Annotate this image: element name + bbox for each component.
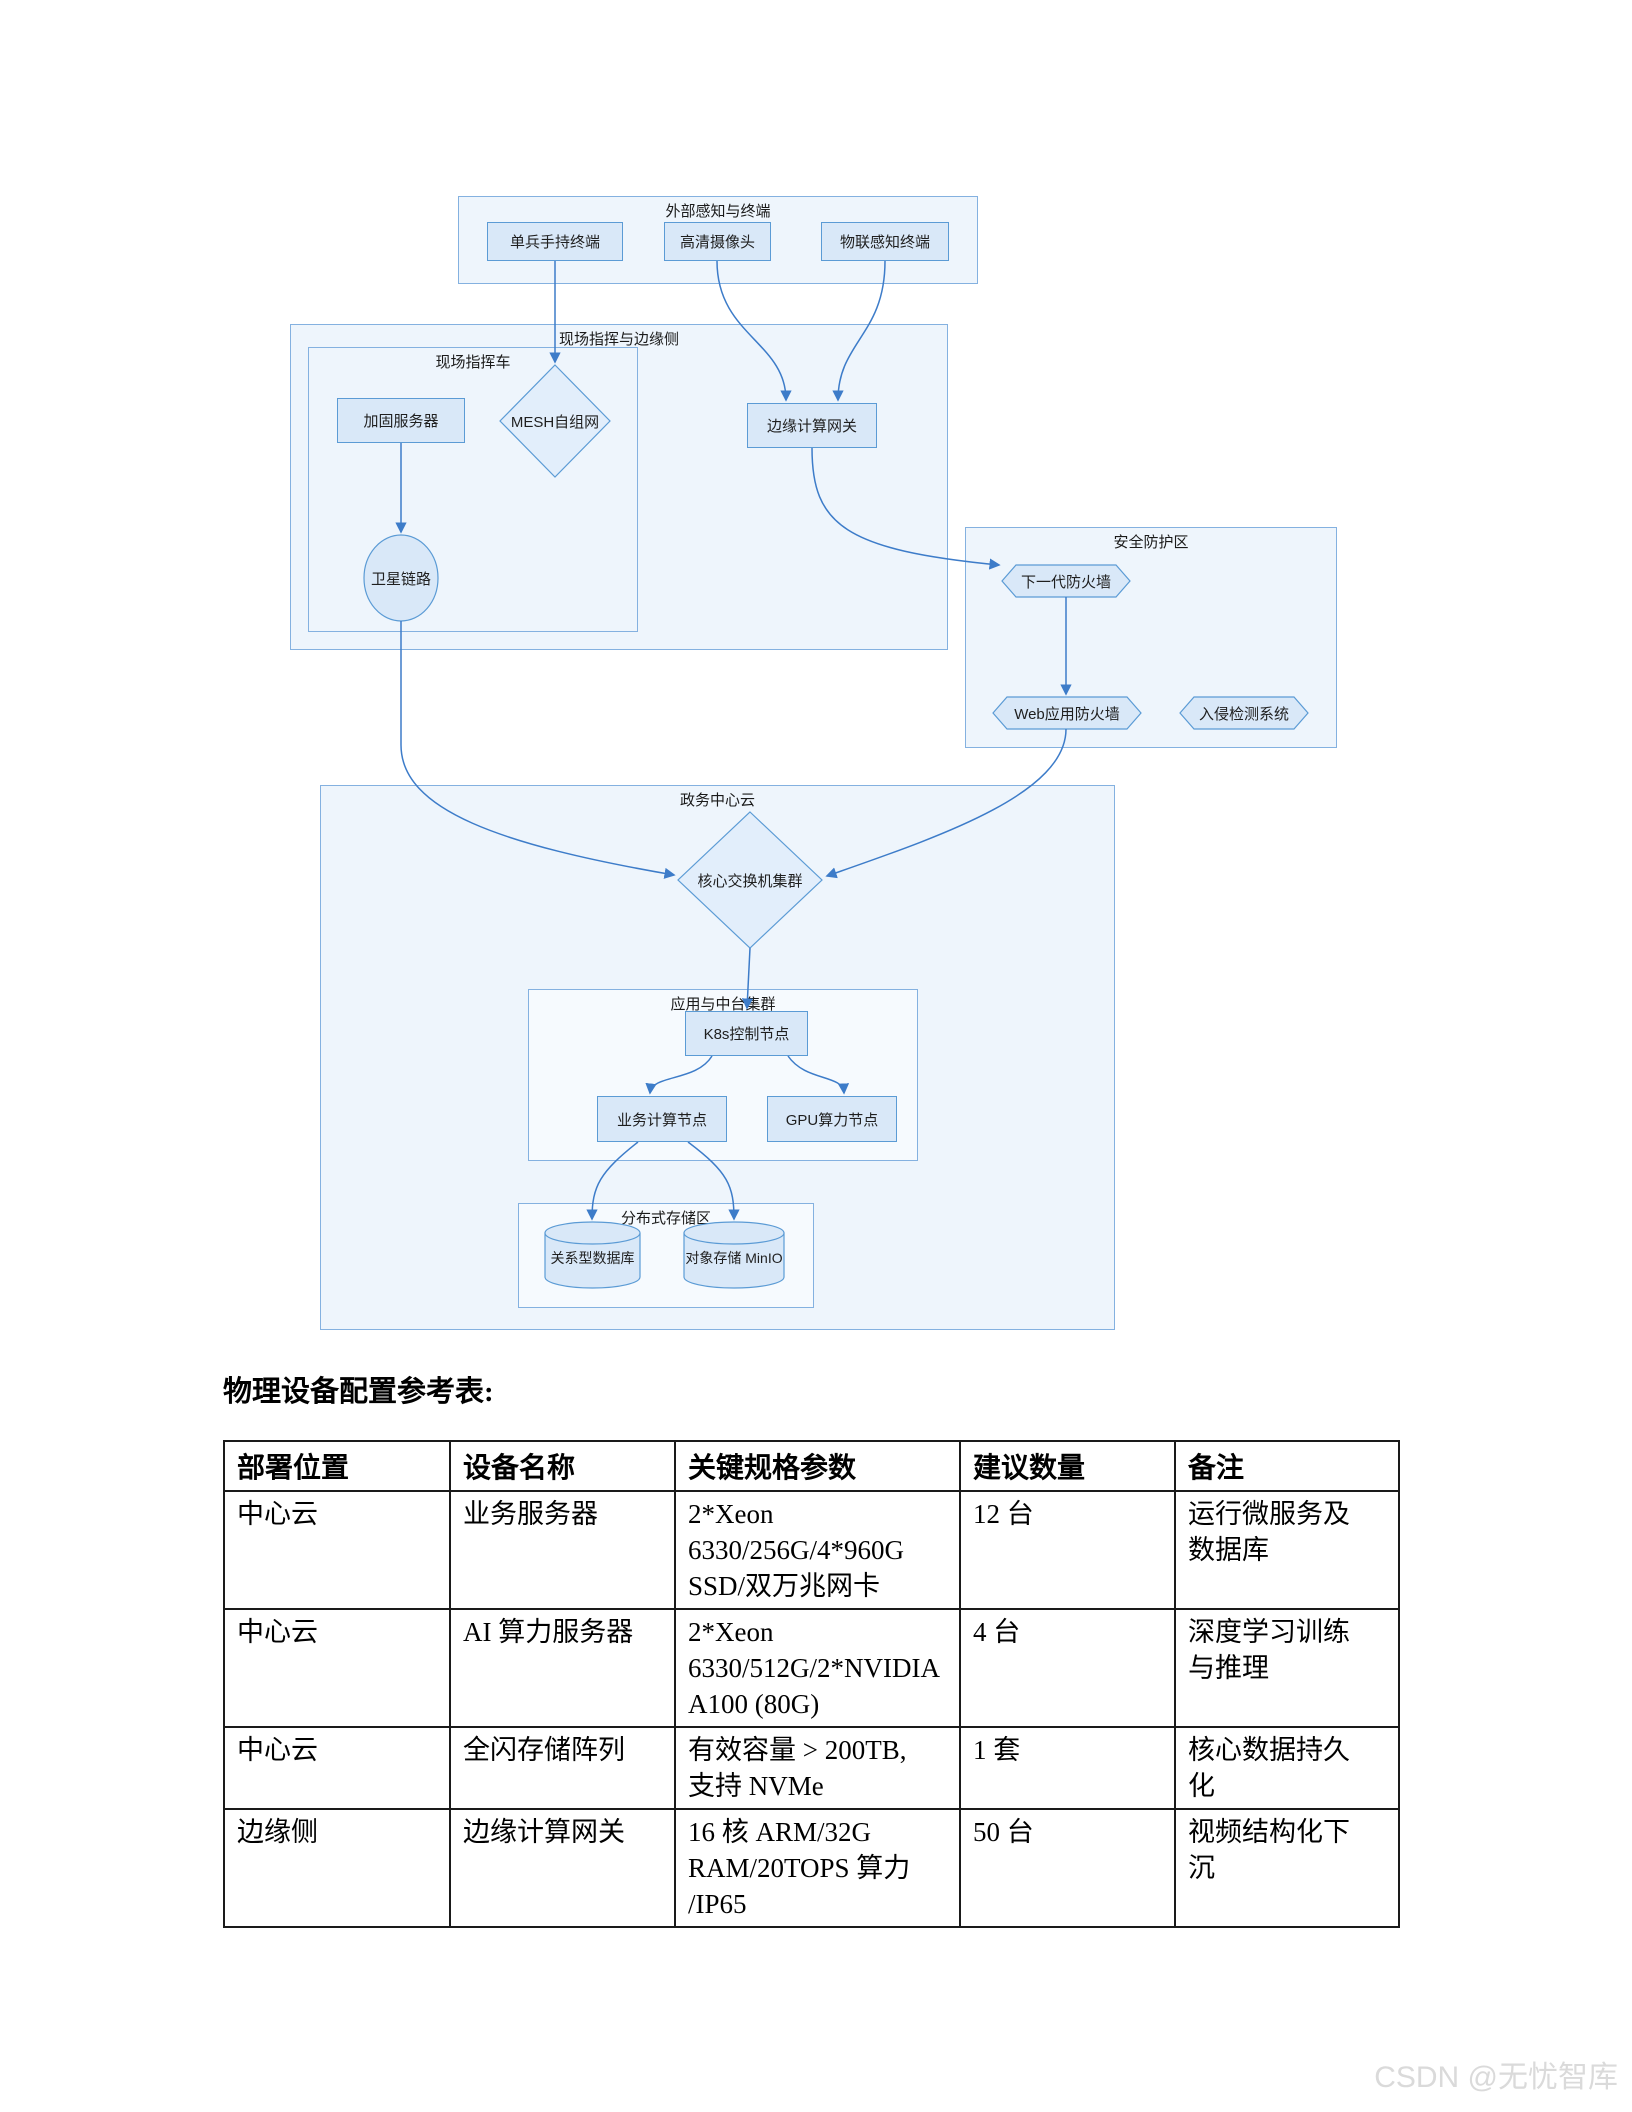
cell-device: AI 算力服务器	[449, 1608, 676, 1728]
node-core-switch-label: 核心交换机集群	[697, 872, 803, 890]
col-header-qty: 建议数量	[959, 1440, 1176, 1492]
cell-qty: 1 套	[959, 1726, 1176, 1810]
cell-note: 运行微服务及 数据库	[1174, 1490, 1400, 1610]
cell-location: 边缘侧	[223, 1808, 451, 1928]
cell-qty: 4 台	[959, 1608, 1176, 1728]
cell-spec: 2*Xeon 6330/256G/4*960G SSD/双万兆网卡	[674, 1490, 961, 1610]
node-rugged-server: 加固服务器	[337, 398, 465, 443]
node-mesh-network-label: MESH自组网	[510, 413, 600, 431]
group-gov-cloud-label: 政务中心云	[679, 792, 755, 809]
node-rdb-label: 关系型数据库	[550, 1250, 635, 1266]
table-row: 中心云 业务服务器 2*Xeon 6330/256G/4*960G SSD/双万…	[223, 1490, 1400, 1610]
col-header-location: 部署位置	[223, 1440, 451, 1492]
cell-note: 深度学习训练 与推理	[1174, 1608, 1400, 1728]
device-config-table: 部署位置 设备名称 关键规格参数 建议数量 备注 中心云 业务服务器 2*Xeo…	[223, 1440, 1400, 1928]
node-waf-label: Web应用防火墙	[1014, 705, 1120, 723]
node-biz-compute: 业务计算节点	[597, 1096, 727, 1142]
group-storage-zone-label: 分布式存储区	[620, 1210, 711, 1227]
cell-location: 中心云	[223, 1726, 451, 1810]
node-hd-camera: 高清摄像头	[664, 222, 771, 261]
table-row: 中心云 AI 算力服务器 2*Xeon 6330/512G/2*NVIDIA A…	[223, 1608, 1400, 1728]
cell-location: 中心云	[223, 1490, 451, 1610]
node-satellite-link-label: 卫星链路	[370, 570, 431, 588]
cell-device: 全闪存储阵列	[449, 1726, 676, 1810]
col-header-note: 备注	[1174, 1440, 1400, 1492]
cell-spec: 有效容量 > 200TB, 支持 NVMe	[674, 1726, 961, 1810]
node-edge-gateway: 边缘计算网关	[747, 403, 877, 448]
cell-note: 视频结构化下 沉	[1174, 1808, 1400, 1928]
cell-device: 边缘计算网关	[449, 1808, 676, 1928]
node-ids-label: 入侵检测系统	[1198, 705, 1289, 723]
group-command-vehicle-label: 现场指挥车	[435, 354, 511, 371]
node-gpu-compute: GPU算力节点	[767, 1096, 897, 1142]
table-row: 边缘侧 边缘计算网关 16 核 ARM/32G RAM/20TOPS 算力 /I…	[223, 1808, 1400, 1928]
node-ngfw-label: 下一代防火墙	[1020, 573, 1111, 591]
csdn-watermark: CSDN @无忧智库	[1374, 2061, 1618, 2094]
cell-qty: 50 台	[959, 1808, 1176, 1928]
table-row: 中心云 全闪存储阵列 有效容量 > 200TB, 支持 NVMe 1 套 核心数…	[223, 1726, 1400, 1810]
cell-device: 业务服务器	[449, 1490, 676, 1610]
cell-spec: 2*Xeon 6330/512G/2*NVIDIA A100 (80G)	[674, 1608, 961, 1728]
node-k8s-control: K8s控制节点	[685, 1011, 808, 1056]
node-handheld-terminal: 单兵手持终端	[487, 222, 623, 261]
group-command-vehicle: 现场指挥车	[308, 347, 638, 632]
table-heading: 物理设备配置参考表:	[223, 1376, 494, 1408]
node-iot-terminal: 物联感知终端	[821, 222, 949, 261]
col-header-spec: 关键规格参数	[674, 1440, 961, 1492]
col-header-device: 设备名称	[449, 1440, 676, 1492]
group-field-edge-label: 现场指挥与边缘侧	[558, 331, 679, 348]
cell-spec: 16 核 ARM/32G RAM/20TOPS 算力 /IP65	[674, 1808, 961, 1928]
cell-qty: 12 台	[959, 1490, 1176, 1610]
group-external-terminals-label: 外部感知与终端	[665, 203, 771, 220]
group-security-zone-label: 安全防护区	[1113, 534, 1189, 551]
architecture-diagram: 外部感知与终端 现场指挥与边缘侧 现场指挥车 安全防护区 政务中心云 应用与中台…	[290, 196, 1337, 1330]
cell-note: 核心数据持久 化	[1174, 1726, 1400, 1810]
node-minio-label: 对象存储 MinIO	[685, 1250, 783, 1266]
cell-location: 中心云	[223, 1608, 451, 1728]
table-header-row: 部署位置 设备名称 关键规格参数 建议数量 备注	[223, 1440, 1400, 1492]
